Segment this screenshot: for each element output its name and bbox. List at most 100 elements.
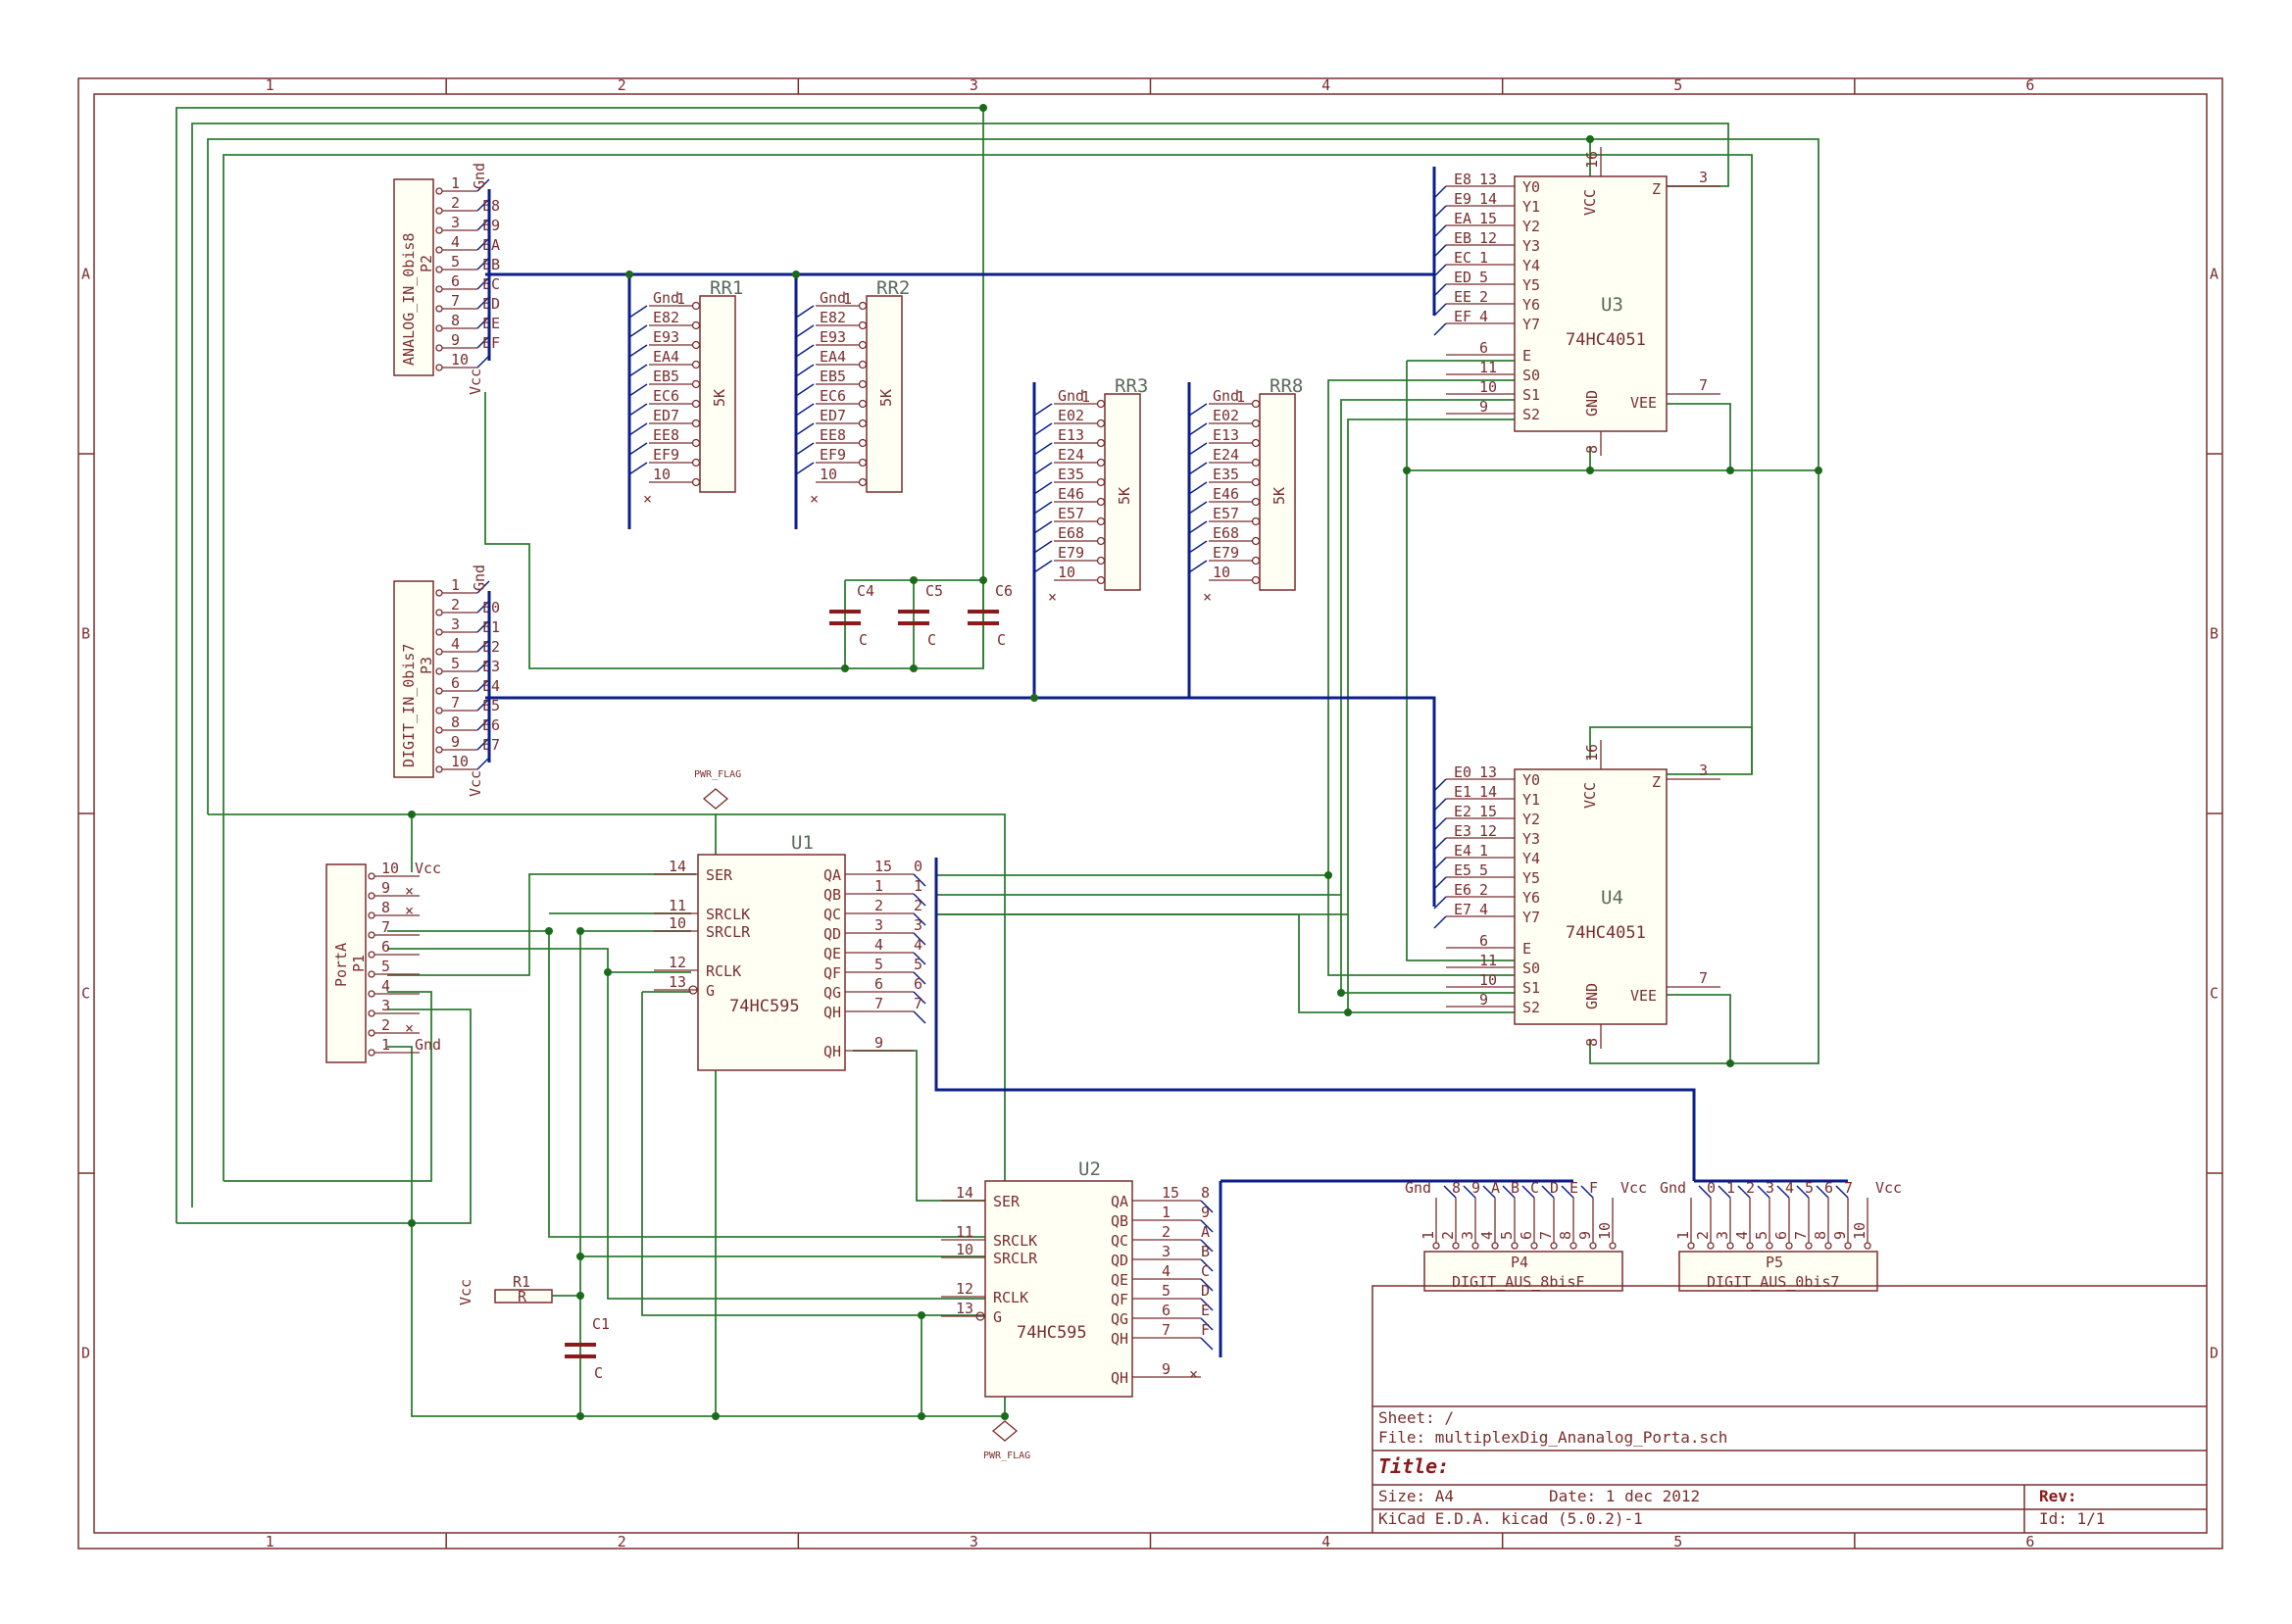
shift-register-u2-bus-label: A	[1201, 1223, 1210, 1241]
connector-p4-pin-number: 9	[1576, 1231, 1594, 1240]
frame-col-label-top: 5	[1673, 76, 1682, 94]
connector-p2-net-label: EB	[482, 256, 500, 273]
connector-p2-pin-number: 1	[451, 174, 460, 192]
bus-entry	[1033, 403, 1053, 417]
mux-u3-z-label: Z	[1652, 180, 1661, 198]
mux-u3-pin-name: Y2	[1522, 218, 1540, 235]
connector-p1-pin-number: 8	[381, 899, 390, 916]
junction-dot	[792, 271, 800, 278]
resistor-array-rr1-pin-label: ED7	[653, 407, 679, 424]
junction-dot	[918, 1412, 925, 1420]
junction-dot	[625, 271, 633, 278]
capacitor-c5-value: C	[927, 631, 936, 649]
pin-end	[1589, 1242, 1597, 1250]
bus-entry	[1433, 322, 1447, 336]
mux-u3-pin-number: 13	[1479, 171, 1497, 188]
bus-entry	[1188, 560, 1208, 573]
mux-u3-gnd-pin: 8	[1583, 445, 1601, 454]
mux-u4-pin-number: 11	[1479, 952, 1497, 969]
bus-entry	[1188, 540, 1208, 554]
bus-entry	[1188, 462, 1208, 475]
connector-p5-label: 7	[1844, 1179, 1853, 1197]
wire-qh-ser	[853, 1050, 985, 1202]
junction-dot	[918, 1311, 925, 1319]
pin-end	[1452, 1242, 1460, 1250]
bus-entry	[1033, 481, 1053, 495]
shift-register-u1-pin-name: G	[706, 982, 715, 1000]
bus-entry	[1433, 264, 1447, 277]
resistor-r1-value: R	[518, 1288, 527, 1305]
bus-entry	[628, 403, 648, 417]
bus-entry	[1718, 1185, 1731, 1199]
resistor-array-rr1-pin1: 1	[676, 290, 685, 308]
shift-register-u2-pin-name: QH	[1111, 1330, 1128, 1348]
shift-register-u1-inverted-g	[688, 985, 698, 995]
mux-u3-pin-number: 11	[1479, 359, 1497, 376]
connector-p1-pin-number: 10	[381, 860, 399, 877]
mux-u4-pin-number: 12	[1479, 822, 1497, 840]
bus-entry	[1200, 1239, 1214, 1253]
connector-p1-pin-number: 2	[381, 1016, 390, 1034]
mux-u4-input-label: E3	[1454, 822, 1471, 840]
connector-p3-pin-number: 3	[451, 615, 460, 633]
bus-entry	[1200, 1298, 1214, 1311]
bus-entry	[795, 422, 815, 436]
bus-entry	[1188, 422, 1208, 436]
mux-u3-input-label: EC	[1454, 249, 1471, 267]
shift-register-u1-pin-name: SRCLR	[706, 923, 751, 941]
connector-p2-body	[393, 178, 434, 376]
resistor-array-rr2-ref: RR2	[876, 277, 910, 299]
shift-register-u2-ref: U2	[1078, 1158, 1101, 1180]
connector-p3-pin-number: 10	[451, 753, 469, 770]
pin-end	[1251, 497, 1261, 507]
mux-u3-vcc-pin: 16	[1583, 151, 1601, 169]
shift-register-u1-pin-name: QH	[823, 1004, 841, 1021]
capacitor-c4: C4C	[829, 582, 874, 649]
connector-p4-label: E	[1570, 1179, 1578, 1197]
mux-u3-body	[1514, 175, 1668, 432]
connector-p3-value: DIGIT_IN_0bis7	[400, 644, 418, 767]
bus-entry	[1433, 798, 1447, 812]
tb-rev: Rev:	[2039, 1487, 2077, 1505]
mux-u4-pin-name: Y6	[1522, 889, 1540, 907]
shift-register-u1-pin-name: QE	[823, 945, 841, 962]
shift-register-u1-pin-number: 9	[874, 1034, 883, 1052]
wire-g	[641, 992, 985, 1316]
tb-size: Size: A4	[1378, 1487, 1454, 1505]
bus-entry	[1188, 520, 1208, 534]
bus-entry	[795, 403, 815, 417]
junction-dot	[545, 927, 553, 935]
connector-p1-ref: P1	[350, 955, 368, 972]
shift-register-u1-body	[697, 854, 846, 1071]
pin-end	[858, 438, 868, 448]
connector-p3-net-label: E2	[482, 638, 500, 656]
frame-row-label-right: B	[2210, 625, 2218, 643]
no-connect-icon: ×	[405, 882, 414, 900]
bus-entry	[1502, 1185, 1516, 1199]
connector-p5-body	[1678, 1251, 1878, 1292]
pin-end	[1096, 556, 1106, 566]
connector-p2-pin-number: 6	[451, 272, 460, 290]
mux-u3-input-label: EF	[1454, 308, 1471, 325]
pin-end	[368, 970, 375, 978]
pin-end	[1746, 1242, 1754, 1250]
resistor-array-rr2-pin-label: EA4	[820, 348, 846, 366]
frame-row-label-right: A	[2210, 266, 2218, 283]
connector-p1-pin-number: 7	[381, 918, 390, 936]
shift-register-u2-pin-number: 10	[956, 1241, 973, 1258]
connector-p5-label: 3	[1766, 1179, 1774, 1197]
connector-p3-net-label: E5	[482, 697, 500, 714]
connector-p4-pin-number: 8	[1557, 1231, 1574, 1240]
mux-u4-input-label: E0	[1454, 763, 1471, 781]
mux-u3-gnd-label: GND	[1583, 390, 1601, 417]
junctions	[408, 104, 1822, 1420]
mux-u3-vee-label: VEE	[1630, 394, 1657, 412]
resistor-array-rr3-pin-label: E35	[1058, 466, 1084, 483]
mux-u4-pin-name: S0	[1522, 960, 1540, 977]
resistor-array-rr3-ref: RR3	[1115, 375, 1148, 397]
bus-entry	[1433, 778, 1447, 792]
capacitor-c6-value: C	[997, 631, 1006, 649]
power-flag-1: PWR_FLAG	[694, 769, 741, 810]
